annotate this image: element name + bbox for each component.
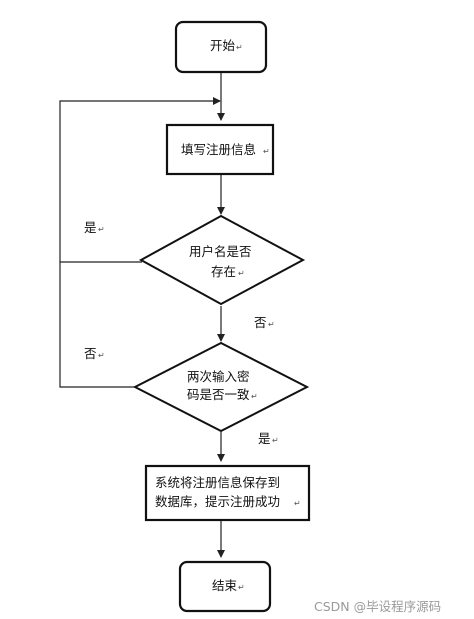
password-no-label: 否 bbox=[84, 346, 97, 361]
save-label-mark: ↵ bbox=[294, 499, 301, 508]
username-yes-label: 是 bbox=[84, 220, 97, 235]
edge-loop-back-to-fill bbox=[59, 261, 142, 388]
end-label-mark: ↵ bbox=[238, 583, 245, 592]
start-label-mark: ↵ bbox=[236, 43, 243, 52]
password-check-label-line1: 两次输入密 bbox=[187, 369, 250, 384]
save-label-line2: 数据库，提示注册成功 bbox=[155, 494, 280, 509]
username-no-label: 否 bbox=[254, 315, 267, 330]
password-check-label-mark: ↵ bbox=[251, 392, 258, 401]
password-no-mark: ↵ bbox=[98, 351, 105, 360]
password-yes-label: 是 bbox=[258, 431, 271, 446]
edge-loop-return-line bbox=[59, 97, 221, 262]
username-check-node bbox=[138, 214, 306, 306]
password-check-node bbox=[132, 341, 310, 433]
password-yes-mark: ↵ bbox=[272, 436, 279, 445]
start-node bbox=[174, 20, 268, 74]
start-label: 开始 bbox=[210, 38, 236, 53]
end-node bbox=[178, 560, 272, 613]
fill-info-node bbox=[165, 123, 275, 176]
save-node bbox=[144, 464, 311, 522]
password-check-label-line2: 码是否一致 bbox=[187, 387, 250, 402]
end-label: 结束 bbox=[212, 578, 238, 593]
save-label-line1: 系统将注册信息保存到 bbox=[155, 475, 280, 490]
username-check-label-line2: 存在 bbox=[211, 264, 236, 279]
username-check-label-mark: ↵ bbox=[238, 269, 245, 278]
username-check-label-line1: 用户名是否 bbox=[189, 244, 252, 259]
username-yes-mark: ↵ bbox=[98, 225, 105, 234]
csdn-watermark: CSDN @毕设程序源码 bbox=[314, 599, 442, 614]
fill-info-label: 填写注册信息 bbox=[181, 142, 256, 157]
fill-info-label-mark: ↵ bbox=[263, 147, 270, 156]
username-no-mark: ↵ bbox=[268, 320, 275, 329]
